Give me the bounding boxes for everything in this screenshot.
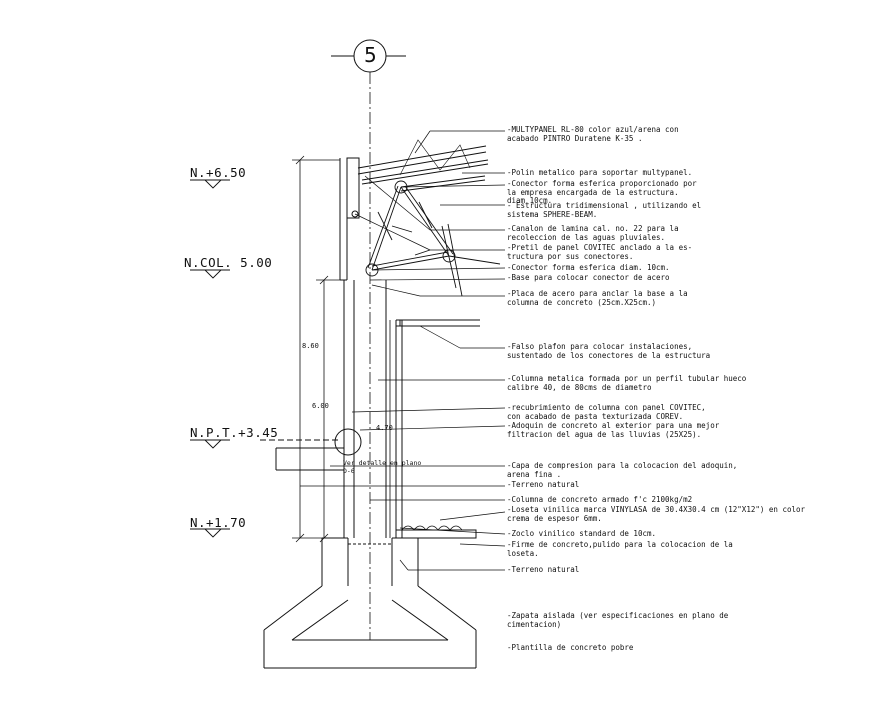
note-line: -Conector forma esferica proporcionado p… bbox=[507, 179, 697, 188]
canalon bbox=[346, 157, 360, 219]
note-line: - Estructura tridimensional , utilizando… bbox=[507, 201, 702, 210]
dimension-470: 4.70 bbox=[376, 424, 393, 432]
level-n650: N.+6.50 bbox=[190, 165, 247, 180]
note-line: -Polin metalico para soportar multypanel… bbox=[507, 168, 693, 177]
note-line: -Terreno natural bbox=[507, 565, 580, 574]
note-line: columna de concreto (25cm.X25cm.) bbox=[507, 297, 657, 307]
note-line: calibre 40, de 80cms de diametro bbox=[507, 382, 652, 392]
floor-slab bbox=[395, 529, 477, 539]
note-line: -Capa de compresion para la colocacion d… bbox=[507, 461, 738, 470]
note-loseta: -Loseta vinilica marca VINYLASA de 30.4X… bbox=[507, 505, 806, 523]
note-plantilla: -Plantilla de concreto pobre bbox=[507, 643, 634, 653]
note-columna_met: -Columna metalica formada por un perfil … bbox=[507, 374, 747, 392]
note-plafon: -Falso plafon para colocar instalaciones… bbox=[507, 342, 711, 360]
note-zapata: -Zapata aislada (ver especificaciones en… bbox=[507, 611, 729, 629]
note-line: diam 10cm. bbox=[507, 196, 553, 205]
note-line: -Placa de acero para anclar la base a la bbox=[507, 289, 688, 298]
note-line: -Columna metalica formada por un perfil … bbox=[507, 374, 747, 383]
footing bbox=[263, 537, 477, 669]
note-line: -MULTYPANEL RL-80 color azul/arena con bbox=[507, 125, 679, 134]
note-line: tructura por sus conectores. bbox=[507, 251, 634, 261]
note-capa: -Capa de compresion para la colocacion d… bbox=[507, 461, 738, 479]
note-line: -Pretil de panel COVITEC anclado a la es… bbox=[507, 243, 693, 252]
level-ncol: N.COL. 5.00 bbox=[184, 255, 273, 270]
note-recubrimiento: -recubrimiento de columna con panel COVI… bbox=[507, 403, 706, 421]
detail-sheet: D-6 bbox=[343, 467, 355, 475]
roof-multipanel bbox=[357, 145, 489, 185]
note-placa: -Placa de acero para anclar la base a la… bbox=[507, 289, 688, 307]
level-n170: N.+1.70 bbox=[190, 515, 247, 530]
note-line: con acabado de pasta texturizada COREV. bbox=[507, 411, 684, 421]
note-terreno2: -Terreno natural bbox=[507, 565, 580, 575]
note-columna_conc: -Columna de concreto armado f'c 2100kg/m… bbox=[507, 495, 693, 505]
note-line: -Terreno natural bbox=[507, 480, 580, 489]
note-line: arena fina . bbox=[507, 469, 562, 479]
dimension-600: 6.00 bbox=[312, 402, 329, 410]
note-line: -Conector forma esferica diam. 10cm. bbox=[507, 263, 670, 272]
note-line: filtracion del agua de las lluvias (25X2… bbox=[507, 429, 702, 439]
note-firme: -Firme de concreto,pulido para la coloca… bbox=[507, 540, 733, 558]
note-terreno1: -Terreno natural bbox=[507, 480, 580, 490]
note-line: -Columna de concreto armado f'c 2100kg/m… bbox=[507, 495, 693, 504]
dimension-lines bbox=[292, 155, 391, 543]
note-adoquin: -Adoquin de concreto al exterior para un… bbox=[507, 421, 720, 439]
note-estructura: - Estructura tridimensional , utilizando… bbox=[507, 201, 702, 219]
note-line: -Adoquin de concreto al exterior para un… bbox=[507, 421, 720, 430]
note-line: -Loseta vinilica marca VINYLASA de 30.4X… bbox=[507, 505, 806, 514]
note-line: -Falso plafon para colocar instalaciones… bbox=[507, 342, 693, 351]
detail-reference: Ver detalle en plano bbox=[343, 459, 422, 467]
note-line: recoleccion de las aguas pluviales. bbox=[507, 232, 666, 242]
note-line: -recubrimiento de columna con panel COVI… bbox=[507, 403, 706, 412]
note-line: -Canalon de lamina cal. no. 22 para la bbox=[507, 224, 679, 233]
note-base: -Base para colocar conector de acero bbox=[507, 273, 670, 283]
note-conector2: -Conector forma esferica diam. 10cm. bbox=[507, 263, 670, 273]
note-polin: -Polin metalico para soportar multypanel… bbox=[507, 168, 693, 178]
note-line: -Zapata aislada (ver especificaciones en… bbox=[507, 611, 729, 620]
note-line: crema de espesor 6mm. bbox=[507, 513, 602, 523]
note-line: la empresa encargada de la estructura. bbox=[507, 187, 679, 197]
level-npt: N.P.T.+3.45 bbox=[190, 425, 279, 440]
axis-label: 5 bbox=[364, 43, 377, 67]
note-conector1: -Conector forma esferica proporcionado p… bbox=[507, 179, 697, 206]
note-line: cimentacion) bbox=[507, 619, 562, 629]
detail-callout bbox=[334, 428, 362, 456]
note-zoclo: -Zoclo vinilico standard de 10cm. bbox=[507, 529, 657, 539]
dimension-860: 8.60 bbox=[302, 342, 319, 350]
note-pretil: -Pretil de panel COVITEC anclado a la es… bbox=[507, 243, 693, 261]
note-line: sustentado de los conectores de la estru… bbox=[507, 350, 711, 360]
space-frame bbox=[365, 175, 501, 297]
note-line: loseta. bbox=[507, 548, 539, 558]
leader-lines bbox=[300, 130, 506, 571]
note-line: -Firme de concreto,pulido para la coloca… bbox=[507, 540, 733, 549]
note-line: sistema SPHERE-BEAM. bbox=[507, 209, 598, 219]
note-line: -Plantilla de concreto pobre bbox=[507, 643, 634, 652]
note-line: acabado PINTRO Duratene K-35 . bbox=[507, 133, 643, 143]
level-markers bbox=[190, 179, 340, 538]
false-ceiling bbox=[396, 319, 480, 327]
note-line: -Zoclo vinilico standard de 10cm. bbox=[507, 529, 657, 538]
note-line: -Base para colocar conector de acero bbox=[507, 273, 670, 282]
